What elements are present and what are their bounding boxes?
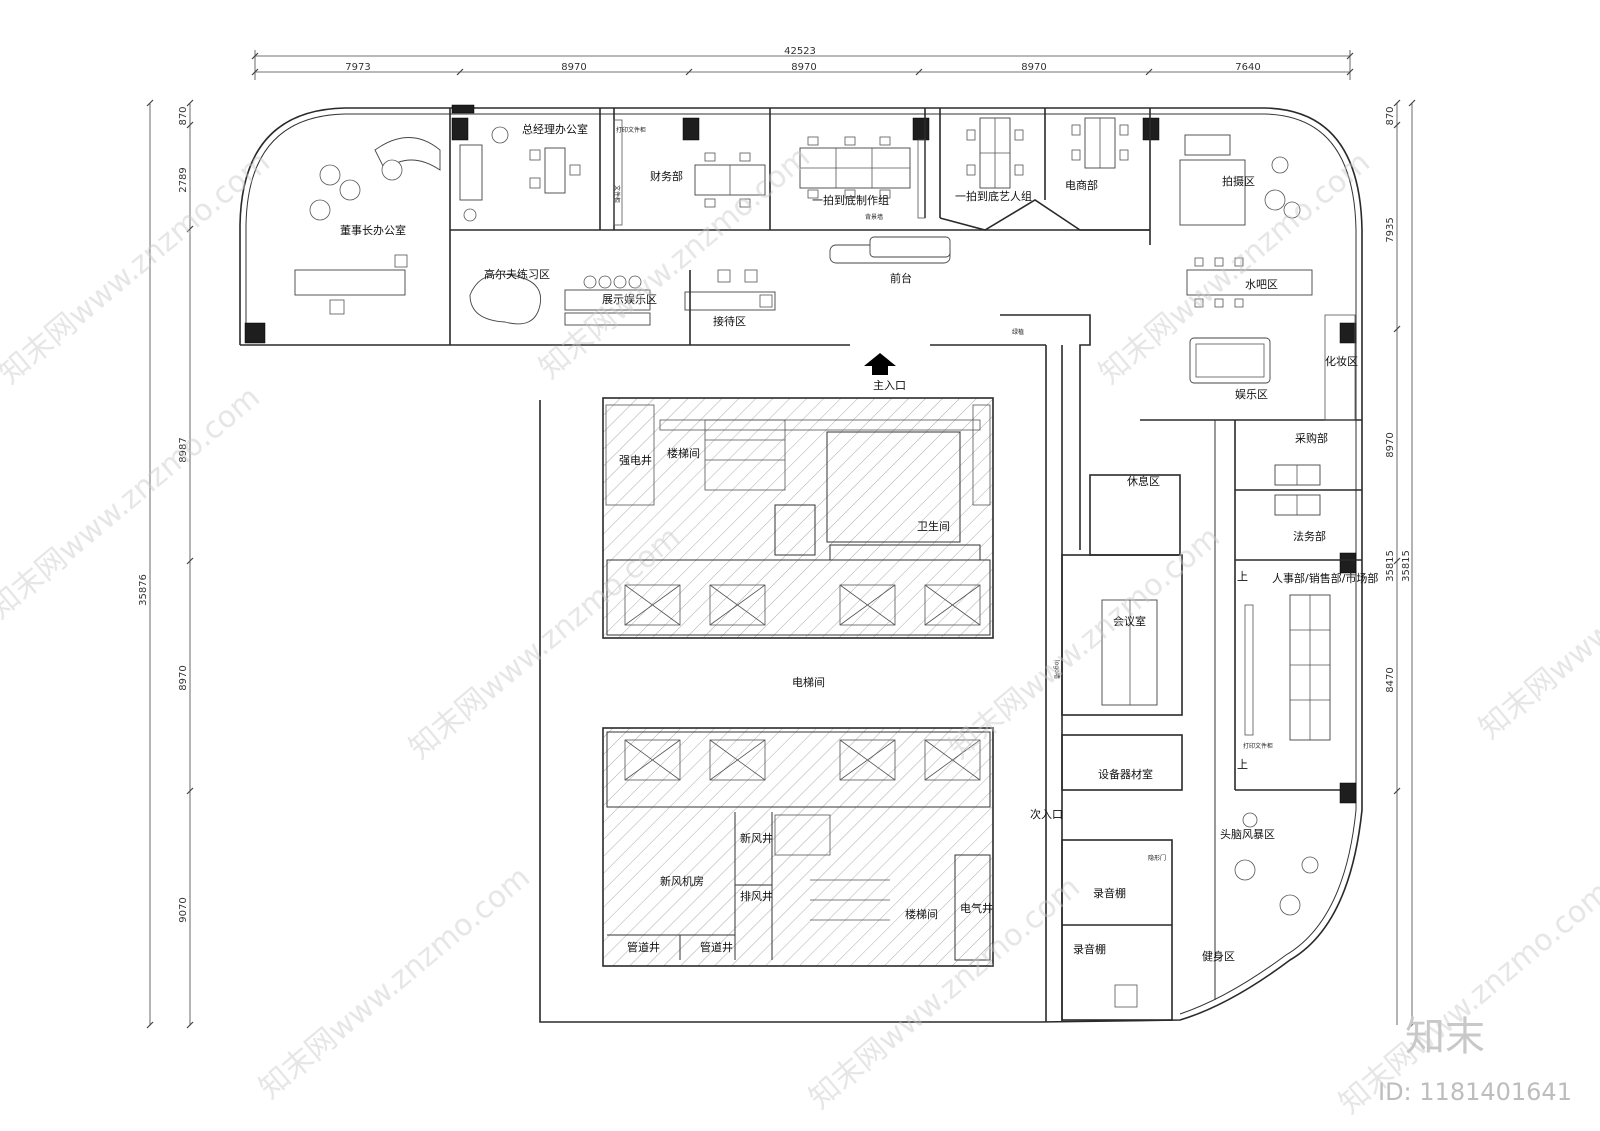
label-pipe-shaft-1: 管道井 — [627, 940, 660, 954]
watermark-8: 知末网www.znzmo.com — [253, 860, 537, 1106]
note-planting: 绿植 — [1012, 328, 1024, 336]
east-zone-furniture — [1140, 134, 1362, 421]
label-shooting-area: 拍摄区 — [1222, 174, 1255, 188]
note-logo-wall: logo墙 — [1053, 660, 1061, 679]
dimension-right: 870 7935 8970 8470 35815 35815 — [1385, 99, 1416, 1029]
dim-top-total: 42523 — [784, 46, 816, 57]
main-entrance-arrow-icon — [864, 353, 896, 375]
dim-top-seg-1: 7973 — [345, 62, 370, 73]
dim-right-total-inner: 35815 — [1385, 550, 1396, 582]
dimension-top: 42523 7973 8970 8970 8970 7640 — [251, 46, 1354, 80]
chairman-office-furniture — [294, 137, 441, 315]
dim-top-seg-4: 8970 — [1021, 62, 1046, 73]
note-hidden-door: 隐形门 — [1148, 854, 1166, 862]
dim-top-seg-2: 8970 — [561, 62, 586, 73]
label-talent-group: 一拍到底艺人组 — [955, 189, 1032, 203]
dim-right-total-outer: 35815 — [1401, 550, 1412, 582]
label-up-2: 上 — [1237, 758, 1248, 771]
label-fresh-air-shaft: 新风井 — [740, 831, 773, 845]
watermark-4: 知末网www.znzmo.com — [0, 380, 267, 626]
dim-right-seg-1: 870 — [1385, 106, 1396, 125]
label-fitness-area: 健身区 — [1202, 949, 1235, 963]
label-entertainment: 娱乐区 — [1235, 387, 1268, 401]
dim-top-seg-3: 8970 — [791, 62, 816, 73]
label-pipe-shaft-2: 管道井 — [700, 940, 733, 954]
dim-left-seg-2: 2789 — [178, 167, 189, 192]
label-hr-sales-market: 人事部/销售部/市场部 — [1272, 571, 1378, 585]
label-gm-office: 总经理办公室 — [522, 122, 588, 136]
label-electrical-shaft: 电气井 — [960, 901, 993, 915]
label-front-desk: 前台 — [890, 271, 912, 285]
watermark-1: 知末网www.znzmo.com — [0, 145, 277, 391]
note-file-cabinet-2: 文件柜 — [613, 185, 621, 203]
east-wing — [1061, 420, 1362, 1021]
label-finance: 财务部 — [650, 169, 683, 183]
brand-logo-text: 知末 — [1405, 1014, 1485, 1060]
dim-right-seg-4: 8470 — [1385, 667, 1396, 692]
label-stairwell-south: 楼梯间 — [905, 907, 938, 921]
label-restroom: 卫生间 — [917, 519, 950, 533]
note-backdrop-wall: 背景墙 — [865, 213, 883, 221]
dim-left-seg-1: 870 — [178, 106, 189, 125]
note-file-cabinet-3: 打印文件柜 — [1243, 742, 1273, 750]
north-offices — [449, 108, 1151, 345]
label-water-bar: 水吧区 — [1245, 278, 1278, 291]
core-south — [602, 727, 994, 967]
label-purchasing: 采购部 — [1295, 431, 1328, 445]
image-id: ID: 1181401641 — [1378, 1078, 1572, 1106]
annotations: 打印文件柜 文件柜 背景墙 绿植 logo墙 隐形门 打印文件柜 — [613, 126, 1273, 862]
dim-right-seg-3: 8970 — [1385, 432, 1396, 457]
dim-left-seg-5: 9070 — [178, 897, 189, 922]
label-stairwell-north: 楼梯间 — [667, 446, 700, 460]
label-production-group: 一拍到底制作组 — [812, 193, 889, 207]
label-meeting-room: 会议室 — [1113, 614, 1146, 628]
label-fresh-air-room: 新风机房 — [660, 874, 704, 888]
label-elevator-hall: 电梯间 — [792, 676, 825, 689]
label-brainstorm-area: 头脑风暴区 — [1220, 828, 1275, 841]
note-file-cabinet-1: 打印文件柜 — [616, 126, 646, 134]
dim-left-seg-4: 8970 — [178, 665, 189, 690]
label-ecommerce: 电商部 — [1065, 178, 1098, 192]
label-makeup-area: 化妆区 — [1325, 354, 1358, 368]
dim-left-total: 35876 — [138, 574, 149, 606]
label-legal: 法务部 — [1293, 529, 1326, 543]
dim-right-seg-2: 7935 — [1385, 217, 1396, 242]
dimension-left: 35876 870 2789 8987 8970 9070 — [138, 99, 194, 1029]
label-exhaust-shaft: 排风井 — [740, 889, 773, 903]
core-north — [602, 397, 994, 639]
label-equipment-room: 设备器材室 — [1098, 767, 1153, 781]
label-lounge: 休息区 — [1127, 474, 1160, 488]
label-up-1: 上 — [1237, 570, 1248, 583]
office-furniture — [459, 117, 1129, 222]
central-north-furniture — [469, 236, 1091, 550]
label-secondary-entrance: 次入口 — [1030, 807, 1063, 821]
dim-top-seg-5: 7640 — [1235, 62, 1260, 73]
room-labels: 董事长办公室 总经理办公室 财务部 一拍到底制作组 一拍到底艺人组 电商部 拍摄… — [340, 122, 1378, 963]
label-chairman-office: 董事长办公室 — [340, 223, 406, 237]
label-recording-booth-1: 录音棚 — [1093, 886, 1126, 900]
label-display-area: 展示娱乐区 — [602, 292, 657, 306]
label-golf-practice: 高尔夫练习区 — [484, 267, 550, 281]
label-reception-area: 接待区 — [713, 314, 746, 328]
watermark-7: 知末网www.znzmo.com — [1473, 500, 1600, 746]
label-recording-booth-2: 录音棚 — [1073, 942, 1106, 956]
label-main-entrance: 主入口 — [873, 379, 906, 392]
label-electric-shaft-strong: 强电井 — [619, 453, 652, 467]
dim-left-seg-3: 8987 — [178, 437, 189, 462]
